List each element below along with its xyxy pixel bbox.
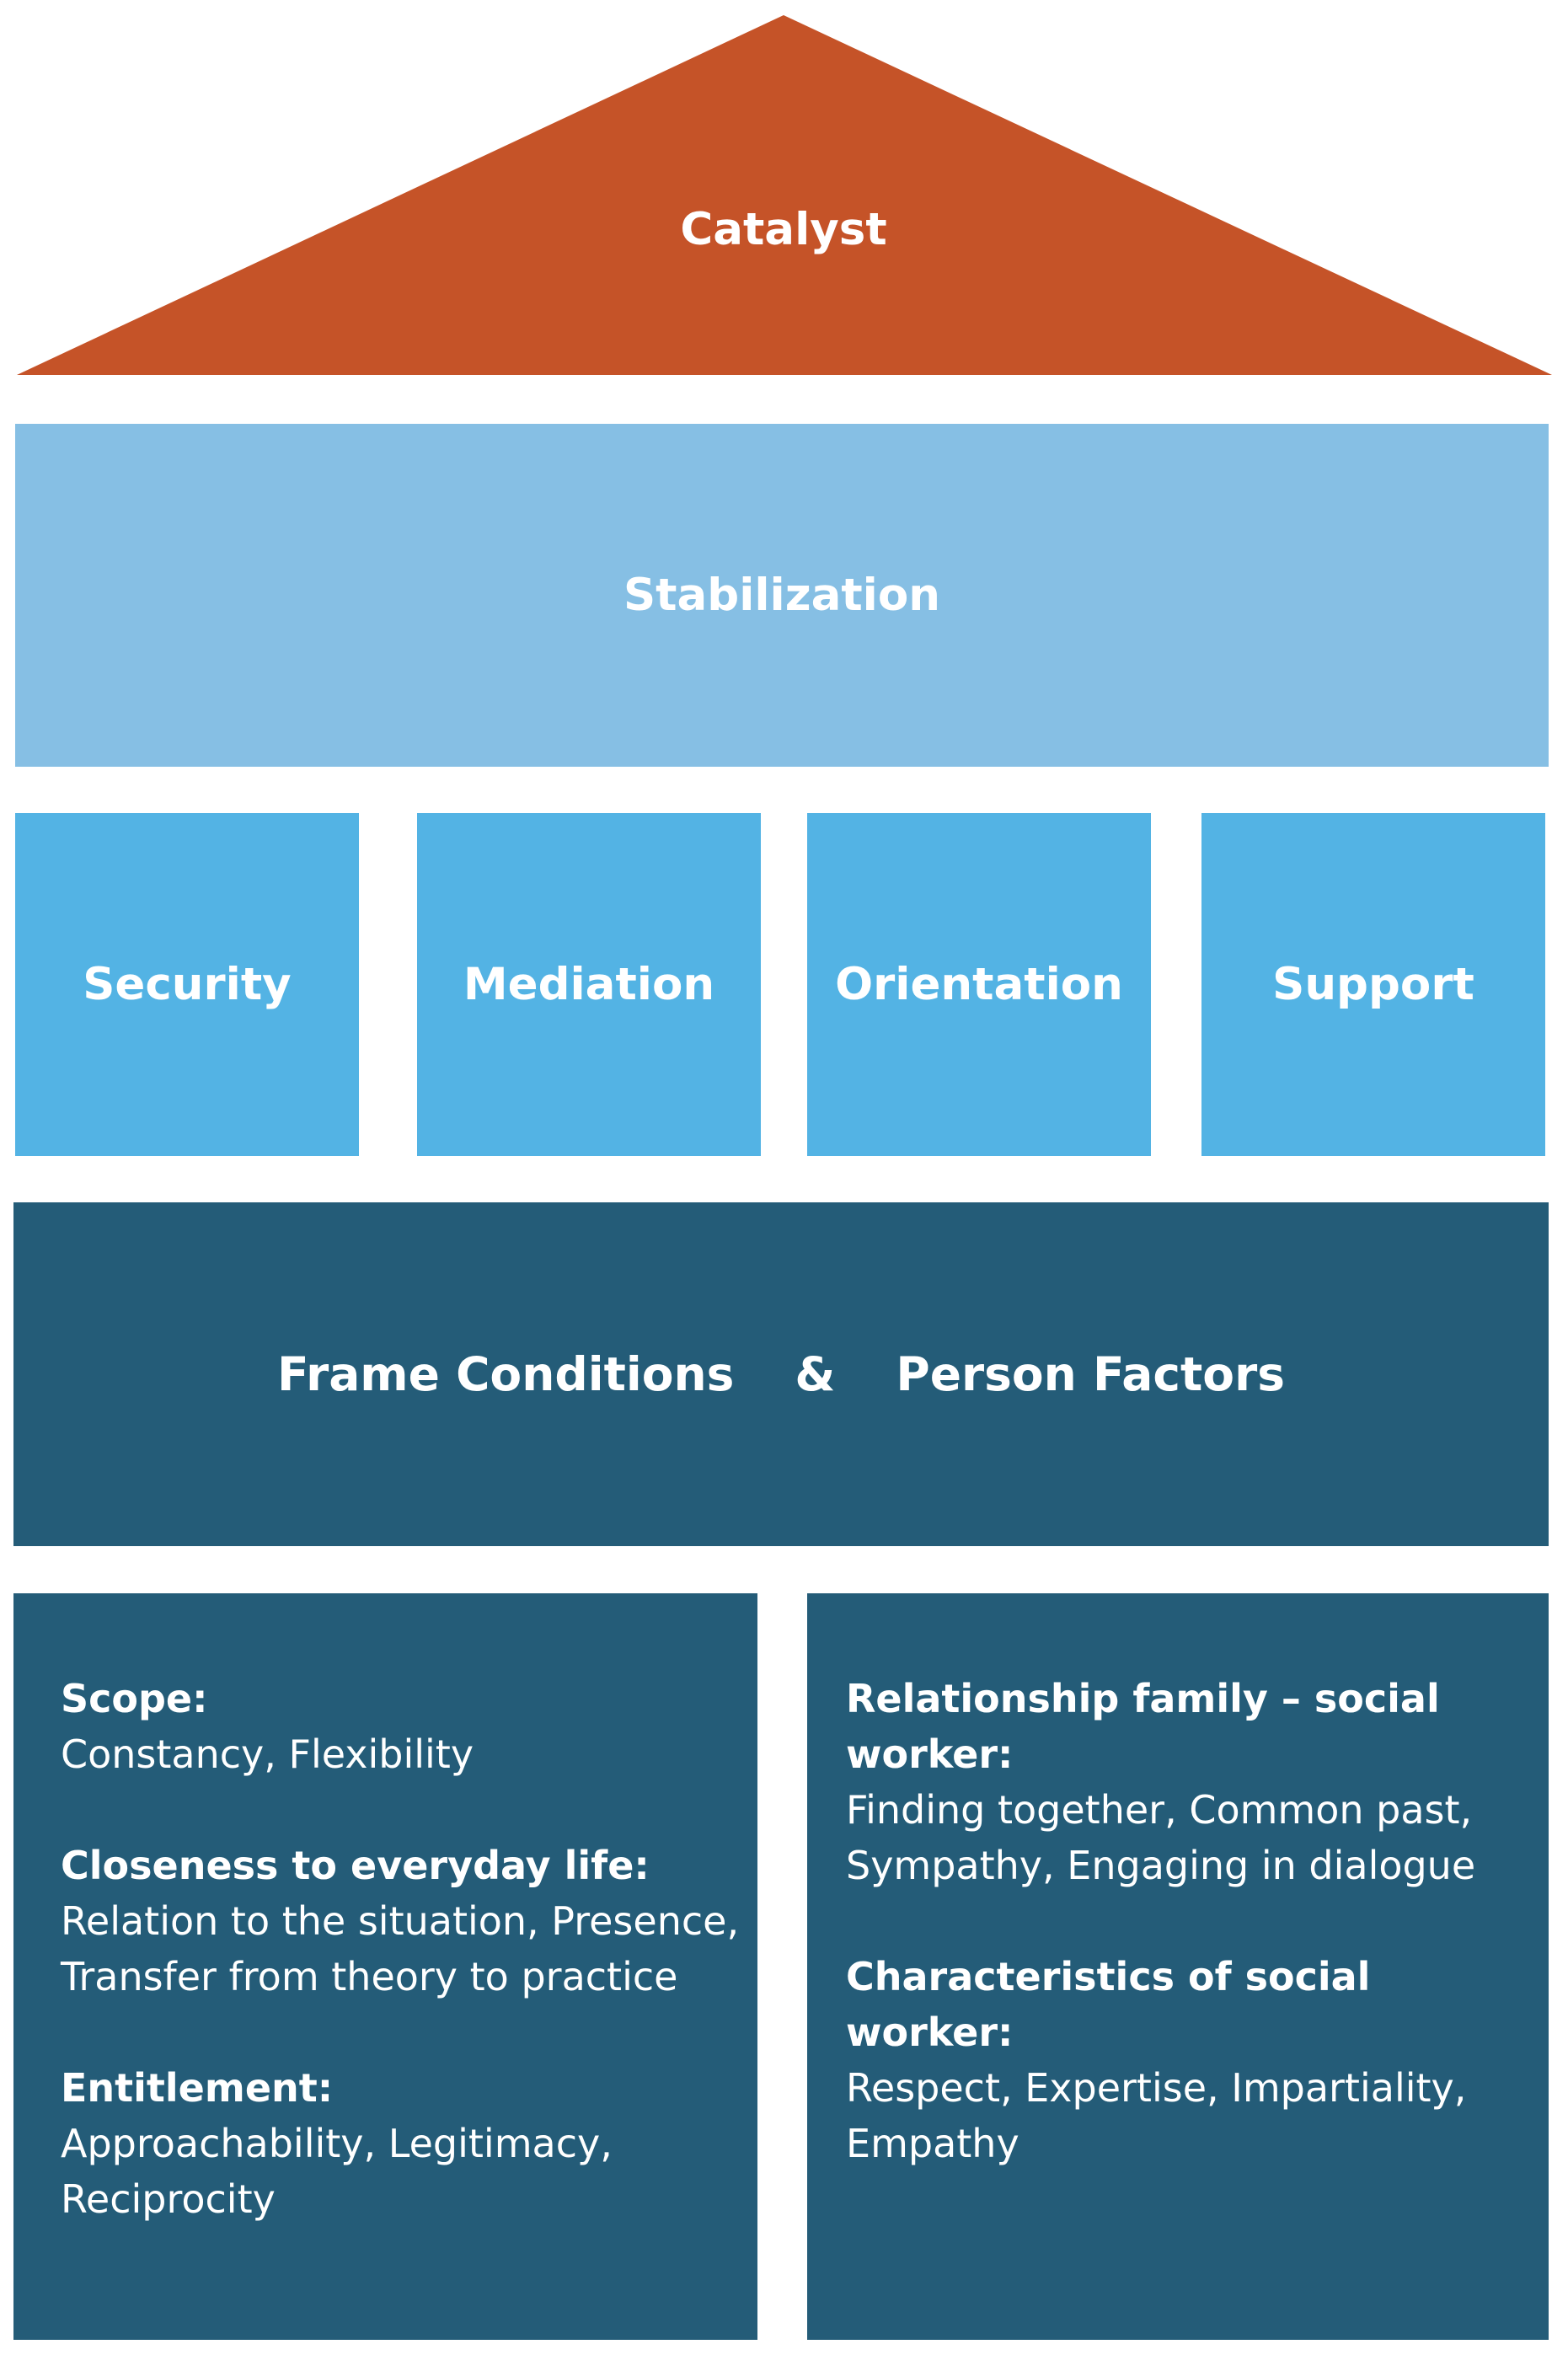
group-body: Finding together, Common past, Sympathy,…: [846, 1787, 1476, 1888]
roof-label: Catalyst: [680, 204, 886, 255]
pillar-mediation: Mediation: [417, 813, 761, 1156]
frame-condition-group: Entitlement: Approachability, Legitimacy…: [61, 2060, 757, 2227]
group-heading: Closeness to everyday life:: [61, 1843, 650, 1888]
roof-triangle: Catalyst: [17, 15, 1552, 375]
roof-shape: [17, 15, 1552, 375]
pillar-orientation: Orientation: [807, 813, 1151, 1156]
pillar-label: Support: [1272, 959, 1474, 1010]
foundation-beam: Frame Conditions & Person Factors: [13, 1202, 1549, 1546]
pillar-label: Orientation: [835, 959, 1123, 1010]
group-body: Constancy, Flexibility: [61, 1731, 474, 1777]
pillar-security: Security: [15, 813, 359, 1156]
group-body: Approachability, Legitimacy, Reciprocity: [61, 2121, 613, 2222]
group-heading: Entitlement:: [61, 2065, 334, 2111]
frame-conditions-label: Frame Conditions: [277, 1347, 735, 1401]
frame-condition-group: Scope: Constancy, Flexibility: [61, 1671, 757, 1782]
group-body: Respect, Expertise, Impartiality, Empath…: [846, 2065, 1467, 2166]
group-body: Relation to the situation, Presence, Tra…: [61, 1898, 740, 1999]
pillar-label: Mediation: [463, 959, 715, 1010]
ampersand-connector: &: [795, 1347, 836, 1401]
stabilization-beam: Stabilization: [15, 424, 1549, 767]
group-heading: Characteristics of social worker:: [846, 1954, 1371, 2055]
person-factors-panel: Relationship family – social worker: Fin…: [807, 1593, 1549, 2340]
group-heading: Relationship family – social worker:: [846, 1676, 1440, 1777]
stabilization-label: Stabilization: [623, 570, 940, 621]
person-factor-group: Characteristics of social worker: Respec…: [846, 1949, 1549, 2171]
frame-condition-group: Closeness to everyday life: Relation to …: [61, 1838, 757, 2004]
person-factor-group: Relationship family – social worker: Fin…: [846, 1671, 1549, 1893]
frame-conditions-panel: Scope: Constancy, Flexibility Closeness …: [13, 1593, 757, 2340]
group-heading: Scope:: [61, 1676, 208, 1721]
pillar-label: Security: [83, 959, 292, 1010]
person-factors-label: Person Factors: [896, 1347, 1285, 1401]
pillar-support: Support: [1201, 813, 1545, 1156]
